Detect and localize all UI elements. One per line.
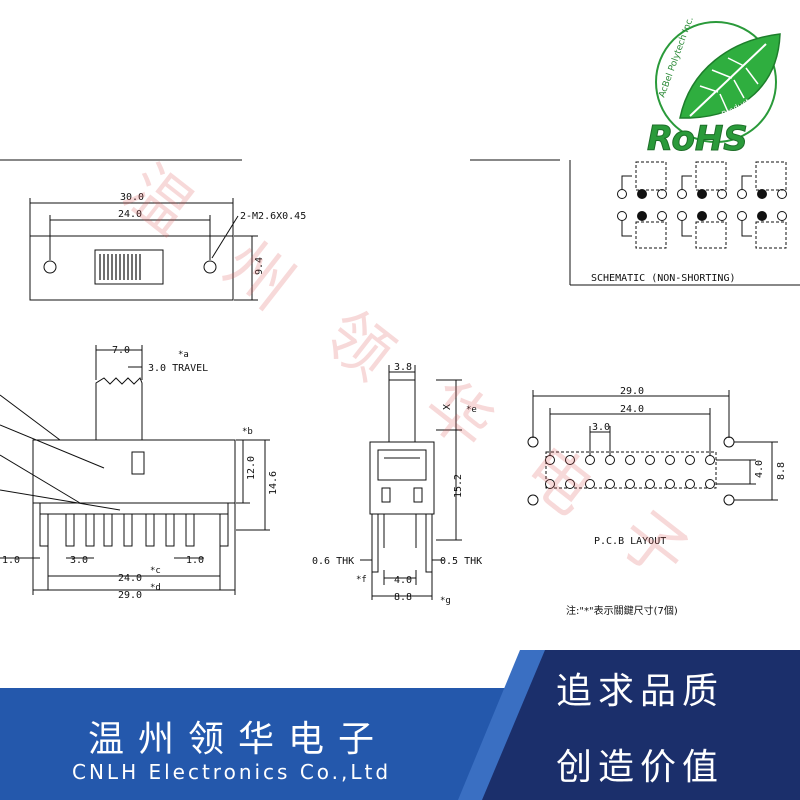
side-dim-right: 1.0 [186,555,204,566]
screw-note: 2-M2.6X0.45 [240,211,306,222]
actuator-slot [94,249,164,285]
ref-c: *c [150,566,161,576]
rohs-ring-top: AcBel Polytech Inc. [657,16,696,99]
slogan-line-1: 追求品质 [556,671,725,712]
side-dim-29: 29.0 [118,590,142,601]
pcb-dim-30: 3.0 [592,422,610,433]
thk-left: 0.6 THK [312,556,354,567]
thk-right: 0.5 THK [440,556,482,567]
ref-e: *e [466,405,477,415]
top-dim-overall: 30.0 [120,192,144,203]
schematic [617,161,787,249]
actuator-knob [95,377,143,440]
side-view [0,345,270,595]
pcb-dim-29: 29.0 [620,386,644,397]
side-dim-24: 24.0 [118,573,142,584]
end-body [369,441,435,515]
top-dim-height: 9.4 [254,257,265,275]
schematic-caption: SCHEMATIC (NON-SHORTING) [591,273,736,284]
footer-banner [0,650,800,800]
mount-hole-right [203,260,217,274]
top-dim-holes: 24.0 [118,209,142,220]
side-dim-pitch: 3.0 [70,555,88,566]
side-dim-actuator: 7.0 [112,345,130,356]
rohs-logo: AcBel Polytech Inc. Green Product RoHS [647,16,781,160]
side-dim-body: 12.0 [246,456,257,480]
rohs-text: RoHS [647,119,748,159]
pcb-dim-40: 4.0 [754,460,765,478]
end-dim-knob: 3.8 [394,362,412,373]
end-dim-88: 8.8 [394,592,412,603]
ref-d: *d [150,583,161,593]
end-knob [388,379,416,443]
ref-a: *a [178,350,189,360]
end-dim-40: 4.0 [394,575,412,586]
end-dim-x: X [442,404,453,410]
slogan-line-2: 创造价值 [556,747,725,788]
ref-b: *b [242,427,253,437]
company-name-en: CNLH Electronics Co.,Ltd [72,760,392,784]
key-dimension-note: 注:"*"表示關鍵尺寸(7個) [566,604,678,617]
top-view [29,198,258,301]
company-name-cn: 温州领华电子 [88,719,389,760]
pcb-layout [527,390,778,506]
side-dim-total: 14.6 [268,471,279,495]
pcb-dim-88: 8.8 [776,462,787,480]
pcb-dim-24: 24.0 [620,404,644,415]
ref-f: *f [356,575,367,585]
top-view-body [29,235,234,301]
body-window [131,451,145,475]
end-dim-15: 15.2 [453,474,464,498]
mount-hole-left [43,260,57,274]
travel-label: 3.0 TRAVEL [148,363,208,374]
end-view [360,365,462,600]
pcb-caption: P.C.B LAYOUT [594,536,666,547]
ref-g: *g [440,596,451,606]
side-dim-left: 1.0 [2,555,20,566]
